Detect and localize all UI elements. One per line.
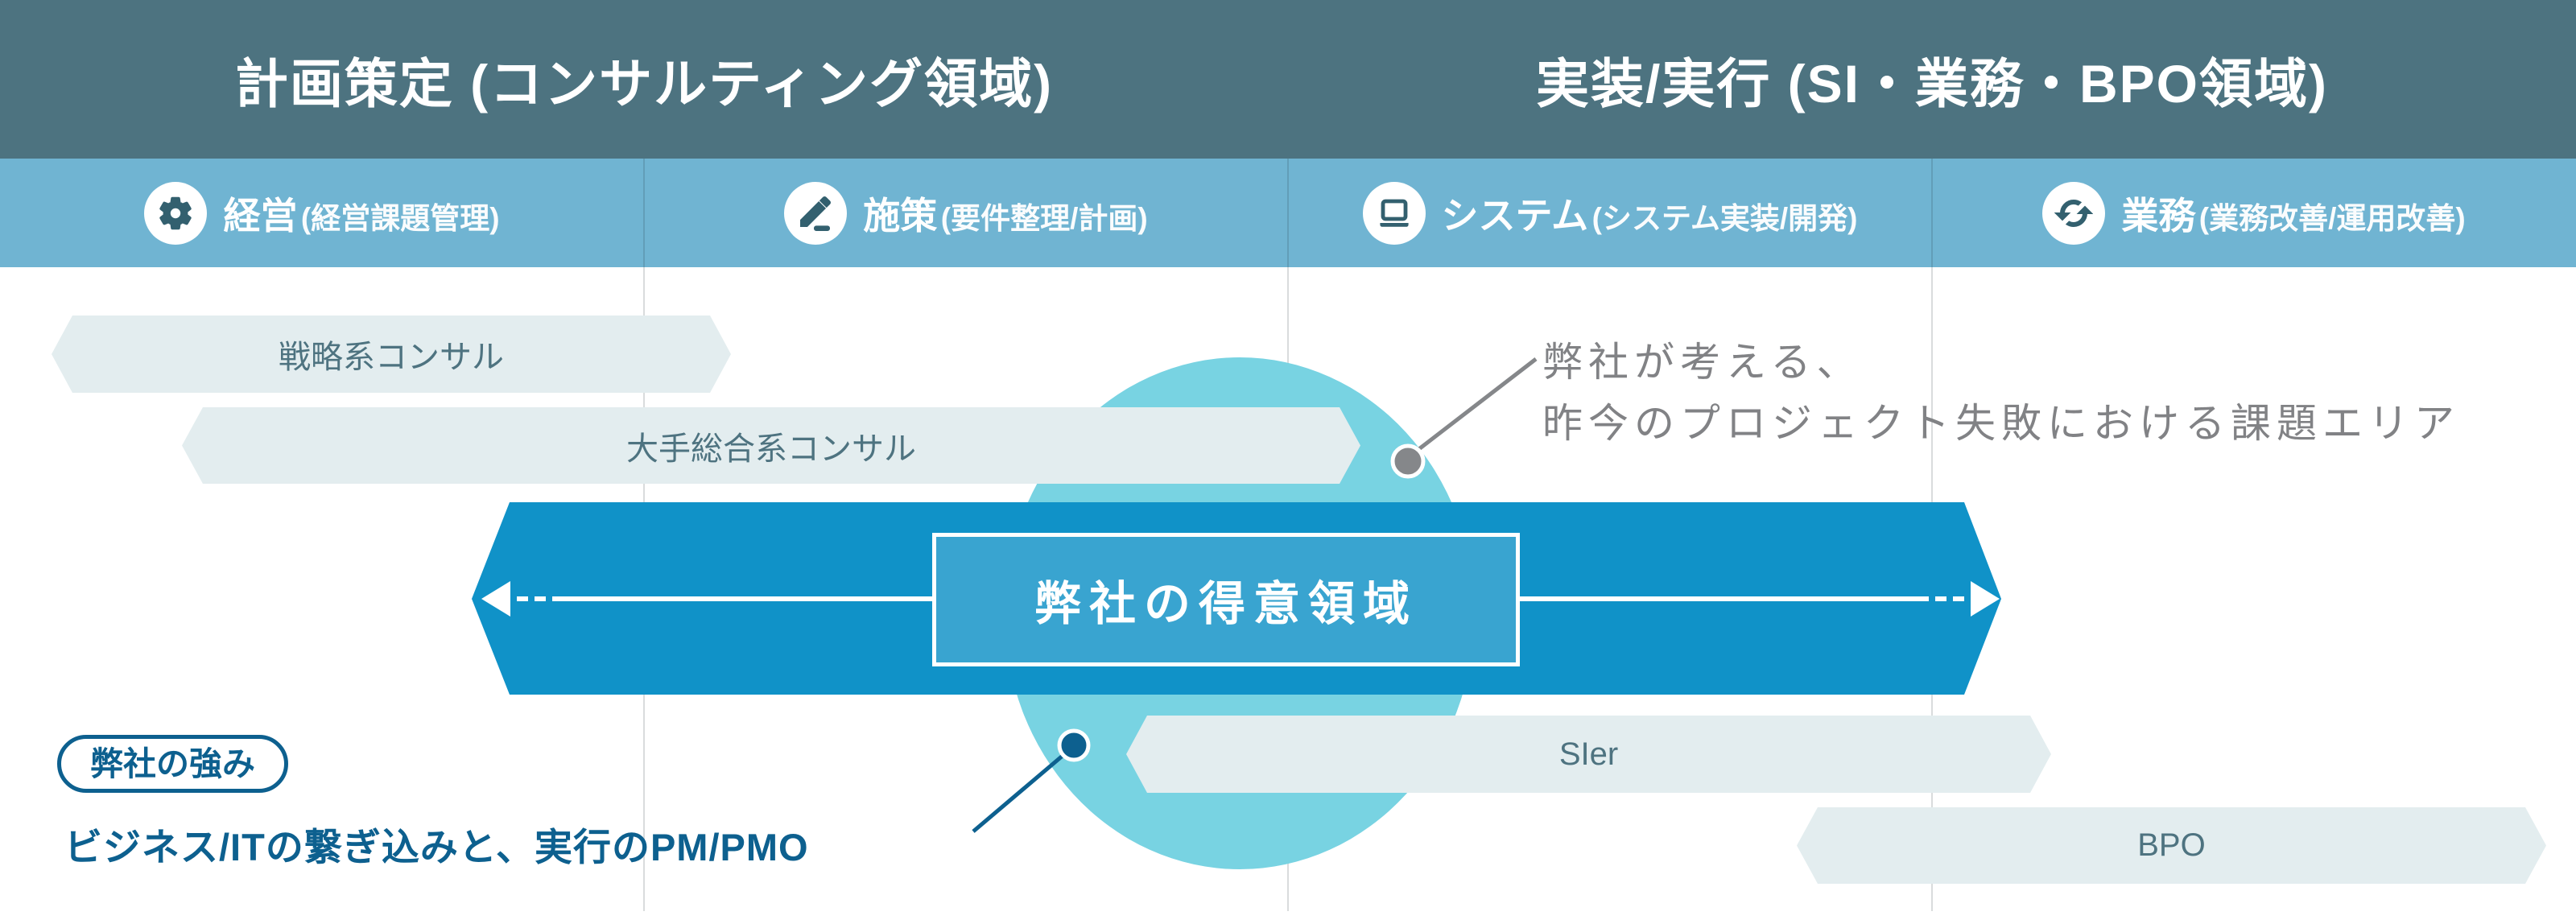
gear-icon <box>144 181 208 245</box>
pencil-icon <box>784 181 848 245</box>
arrow-dash <box>1953 596 1964 601</box>
phase-divider-1 <box>643 159 645 267</box>
header-implementation: 実装/実行 (SI・業務・BPO領域) <box>1535 53 2328 113</box>
lane-management-label: 経営 (経営課題管理) <box>223 194 500 237</box>
bar-label: SIer <box>1558 736 1619 772</box>
arrow-line-right <box>1520 596 1929 601</box>
lane-measures-label: 施策 (要件整理/計画) <box>863 194 1148 237</box>
strength-badge-label: 弊社の強み <box>90 745 255 782</box>
lane-operations-label: 業務 (業務改善/運用改善) <box>2121 194 2466 237</box>
problem-connector-line <box>1415 357 1538 452</box>
arrow-left-icon <box>481 581 510 617</box>
lane-system-label: システム (システム実装/開発) <box>1441 194 1858 237</box>
bar-label: 戦略系コンサル <box>279 340 504 375</box>
lane-management: 経営 (経営課題管理) <box>0 159 644 267</box>
cycle-icon <box>2042 181 2106 245</box>
arrow-dash <box>517 596 528 601</box>
phase-band: 経営 (経営課題管理) 施策 (要件整理/計画) システム (システム実装/開発… <box>0 159 2576 267</box>
laptop-icon <box>1362 181 1426 245</box>
arrow-line-left <box>552 596 932 601</box>
bar-label: 大手総合系コンサル <box>626 431 916 467</box>
strength-text: ビジネス/ITの繋ぎ込みと、実行のPM/PMO <box>64 826 809 868</box>
lane-measures: 施策 (要件整理/計画) <box>644 159 1288 267</box>
header-bar: 計画策定 (コンサルティング領域) 実装/実行 (SI・業務・BPO領域) <box>0 0 2576 159</box>
header-planning: 計画策定 (コンサルティング領域) <box>234 53 1054 113</box>
arrow-dash <box>1935 596 1946 601</box>
bar-sier: SIer <box>1126 716 2051 793</box>
arrow-right-icon <box>1971 581 2000 617</box>
problem-callout-text: 弊社が考える、 昨今のプロジェクト失敗における課題エリア <box>1542 332 2460 454</box>
specialty-label-box: 弊社の得意領域 <box>932 533 1520 666</box>
bar-label: BPO <box>2137 827 2206 863</box>
diagram-body: 戦略系コンサル 大手総合系コンサル SIer BPO 弊社の得意領域 弊社が考え… <box>0 267 2576 924</box>
bar-strategy-consulting: 戦略系コンサル <box>52 316 731 393</box>
bar-major-consulting: 大手総合系コンサル <box>182 407 1360 484</box>
phase-divider-2 <box>1287 159 1289 267</box>
problem-callout-line1: 弊社が考える、 <box>1542 340 1863 385</box>
problem-callout-line2: 昨今のプロジェクト失敗における課題エリア <box>1542 401 2460 446</box>
phase-divider-3 <box>1931 159 1933 267</box>
strength-badge: 弊社の強み <box>57 735 288 793</box>
arrow-dash <box>535 596 546 601</box>
specialty-label: 弊社の得意領域 <box>1034 578 1418 630</box>
lane-system: システム (システム実装/開発) <box>1288 159 1932 267</box>
lane-operations: 業務 (業務改善/運用改善) <box>1932 159 2576 267</box>
bar-bpo: BPO <box>1797 807 2546 884</box>
